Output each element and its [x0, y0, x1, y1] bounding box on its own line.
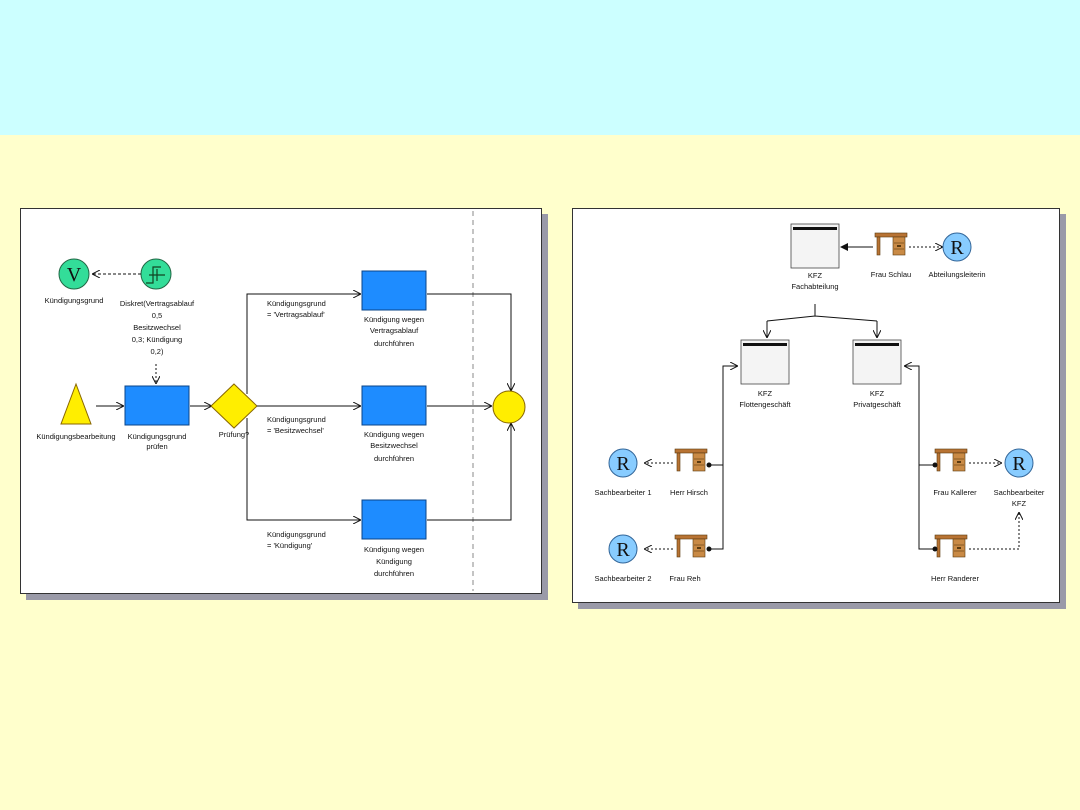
svg-text:Privatgeschäft: Privatgeschäft	[853, 400, 901, 409]
org-unit-privatgeschaeft	[852, 339, 902, 385]
role-sb-kfz-icon: R	[1004, 448, 1034, 478]
person-frau-kallerer: Frau Kallerer	[933, 488, 977, 497]
svg-text:Besitzwechsel: Besitzwechsel	[133, 323, 181, 332]
task-kuendigung	[361, 499, 427, 540]
org-unit-flottengeschaeft	[740, 339, 790, 385]
desk-frau-schlau	[874, 232, 908, 256]
person-herr-hirsch: Herr Hirsch	[670, 488, 708, 497]
svg-text:= 'Besitzwechsel': = 'Besitzwechsel'	[267, 426, 324, 435]
role-sb1-label: Sachbearbeiter 1	[594, 488, 651, 497]
link-randerer-role	[969, 513, 1019, 550]
svg-text:= 'Vertragsablauf': = 'Vertragsablauf'	[267, 310, 325, 319]
svg-text:Kündigungsgrund: Kündigungsgrund	[267, 299, 326, 308]
role-head-icon: R	[942, 232, 972, 262]
org-tree-branch	[766, 304, 878, 335]
person-frau-schlau: Frau Schlau	[871, 270, 911, 279]
desk-frau-kallerer	[934, 448, 968, 472]
svg-text:durchführen: durchführen	[374, 339, 414, 348]
svg-text:0,2): 0,2)	[151, 347, 164, 356]
condition-label-2: Kündigungsgrund = 'Besitzwechsel'	[267, 415, 326, 435]
role-sb2-label: Sachbearbeiter 2	[594, 574, 651, 583]
start-event-triangle	[60, 382, 92, 425]
svg-text:durchführen: durchführen	[374, 454, 414, 463]
decision-label: Prüfung?	[219, 430, 249, 439]
svg-text:0,3; Kündigung: 0,3; Kündigung	[132, 335, 182, 344]
svg-text:Sachbearbeiter: Sachbearbeiter	[994, 488, 1045, 497]
org-unit-fachabteilung	[790, 223, 840, 269]
svg-text:Kündigungsgrund: Kündigungsgrund	[267, 415, 326, 424]
task-kuendigung-label: Kündigung wegen Kündigung durchführen	[364, 545, 424, 578]
svg-text:Kündigung wegen: Kündigung wegen	[364, 430, 424, 439]
task-besitzwechsel	[361, 385, 427, 426]
distribution-icon	[140, 258, 172, 290]
condition-label-3: Kündigungsgrund = 'Kündigung'	[267, 530, 326, 550]
v-event-label: Kündigungsgrund	[45, 296, 104, 305]
v-event: V	[58, 258, 90, 290]
svg-text:V: V	[67, 264, 82, 286]
svg-text:0,5: 0,5	[152, 311, 162, 320]
link-kallerer-private	[905, 366, 935, 465]
org-unit-flottengeschaeft-label: KFZ Flottengeschäft	[739, 389, 791, 409]
merge-bottom	[427, 424, 511, 521]
decision-diamond	[210, 383, 258, 429]
task-vertragsablauf	[361, 270, 427, 311]
role-sb1-icon: R	[608, 448, 638, 478]
task-besitzwechsel-label: Kündigung wegen Besitzwechsel durchführe…	[364, 430, 424, 463]
start-event-label: Kündigungsbearbeitung	[36, 432, 115, 441]
organization-diagram: KFZ Fachabteilung Frau Schlau R Abteilun…	[594, 223, 1045, 583]
svg-text:KFZ: KFZ	[758, 389, 773, 398]
svg-text:R: R	[616, 453, 630, 475]
check-task-label-1: Kündigungsgrund	[128, 432, 187, 441]
check-task	[124, 385, 190, 426]
svg-text:R: R	[616, 539, 630, 561]
branch-bottom	[246, 418, 360, 520]
svg-text:Kündigung: Kündigung	[376, 557, 412, 566]
link-reh-fleet	[706, 465, 724, 552]
link-randerer-private	[918, 465, 938, 552]
svg-text:durchführen: durchführen	[374, 569, 414, 578]
svg-text:Vertragsablauf: Vertragsablauf	[370, 326, 419, 335]
task-vertragsablauf-label: Kündigung wegen Vertragsablauf durchführ…	[364, 315, 424, 348]
desk-frau-reh	[674, 534, 708, 558]
svg-text:KFZ: KFZ	[870, 389, 885, 398]
distribution-label: Diskret(Vertragsablauf 0,5 Besitzwechsel…	[120, 299, 195, 356]
org-unit-privatgeschaeft-label: KFZ Privatgeschäft	[853, 389, 901, 409]
svg-text:KFZ: KFZ	[808, 271, 823, 280]
svg-text:R: R	[950, 237, 964, 259]
role-head-label: Abteilungsleiterin	[928, 270, 985, 279]
condition-label-1: Kündigungsgrund = 'Vertragsablauf'	[267, 299, 326, 319]
merge-top	[427, 293, 511, 390]
role-sb2-icon: R	[608, 534, 638, 564]
svg-text:KFZ: KFZ	[1012, 499, 1027, 508]
end-event	[492, 390, 526, 424]
role-sb-kfz-label: Sachbearbeiter KFZ	[994, 488, 1045, 508]
link-hirsch-fleet	[709, 366, 737, 465]
svg-text:R: R	[1012, 453, 1026, 475]
process-diagram-panel: V Kündigungsgrund Diskret(Vertragsablauf…	[20, 208, 542, 594]
svg-text:Kündigung wegen: Kündigung wegen	[364, 545, 424, 554]
person-frau-reh: Frau Reh	[669, 574, 700, 583]
desk-herr-randerer	[934, 534, 968, 558]
svg-text:Besitzwechsel: Besitzwechsel	[370, 441, 418, 450]
check-task-label-2: prüfen	[146, 442, 167, 451]
svg-text:Fachabteilung: Fachabteilung	[791, 282, 838, 291]
title-band	[0, 0, 1080, 135]
org-unit-fachabteilung-label: KFZ Fachabteilung	[791, 271, 838, 291]
person-herr-randerer: Herr Randerer	[931, 574, 979, 583]
branch-top	[246, 294, 360, 394]
svg-text:Flottengeschäft: Flottengeschäft	[739, 400, 791, 409]
svg-text:Kündigungsgrund: Kündigungsgrund	[267, 530, 326, 539]
svg-text:Diskret(Vertragsablauf: Diskret(Vertragsablauf	[120, 299, 195, 308]
desk-herr-hirsch	[674, 448, 708, 472]
svg-text:Kündigung wegen: Kündigung wegen	[364, 315, 424, 324]
process-diagram: V Kündigungsgrund Diskret(Vertragsablauf…	[36, 211, 526, 591]
svg-text:= 'Kündigung': = 'Kündigung'	[267, 541, 313, 550]
organization-diagram-panel: KFZ Fachabteilung Frau Schlau R Abteilun…	[572, 208, 1060, 603]
